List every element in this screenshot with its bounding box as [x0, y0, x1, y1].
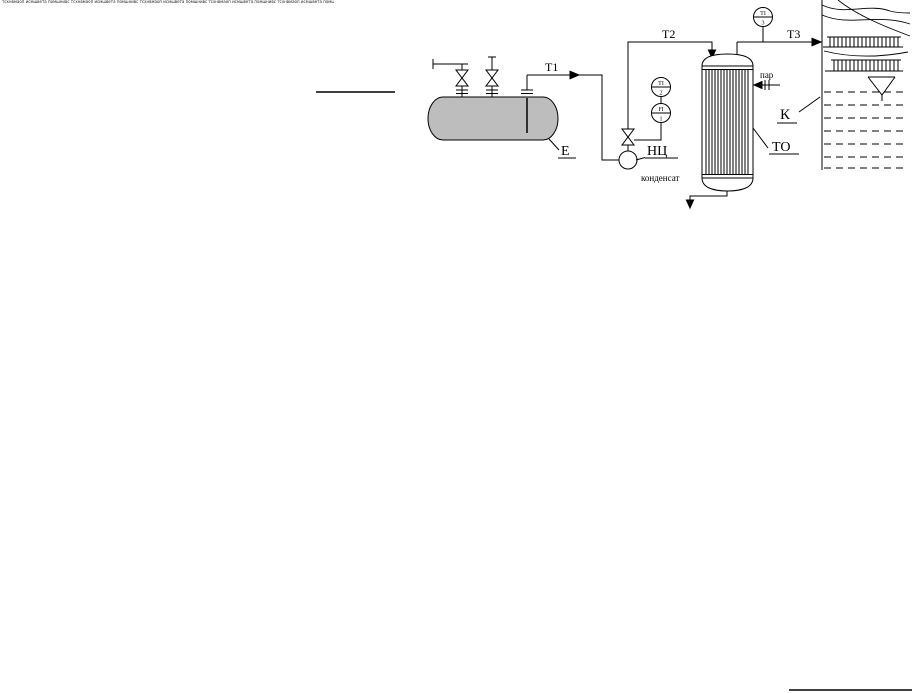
instrument-ti2-function: TI — [658, 81, 664, 87]
tank-inlet-line — [432, 59, 456, 69]
stream-label-t3: Т3 — [787, 27, 800, 41]
instrument-bubble-ti3 — [753, 7, 773, 27]
equipment-label-heat-exchanger: ТО — [772, 140, 790, 155]
instrument-ti2-tag: 2 — [660, 91, 663, 97]
pump-symbol — [618, 145, 638, 170]
heat-exchanger-bottom-dome — [701, 177, 754, 192]
heat-exchanger-top-dome — [701, 53, 754, 67]
stream-label-t2: Т2 — [662, 27, 675, 41]
instrument-fi1-function: FI — [658, 107, 663, 113]
discharge-valve-symbol — [621, 128, 635, 146]
column-dashed-trays — [824, 91, 904, 169]
stream-t3-line — [737, 37, 823, 47]
instrument-bubble-fi1 — [651, 103, 671, 123]
stream-t2-line — [627, 41, 717, 129]
arrow-right-icon — [569, 70, 581, 80]
arrow-left-icon — [752, 80, 763, 90]
steam-inlet — [752, 80, 780, 90]
illegible-microtext: тсхнвмаоп исмшвета помшнивс тсхнвмаоп ис… — [2, 0, 334, 4]
column-tray-upper — [823, 36, 903, 48]
label-leaders — [548, 96, 821, 161]
column — [821, 0, 911, 170]
valve-symbol-2 — [485, 56, 499, 97]
annotation-condensate: конденсат — [641, 173, 679, 183]
flow-curves — [821, 0, 911, 57]
diagram-labels: Т1 Т2 Т3 Е НЦ ТО К пар конденсат TI 2 FI… — [545, 11, 800, 183]
tube-bundle — [705, 70, 749, 174]
arrow-down-icon — [707, 49, 717, 60]
column-tray-lower — [825, 59, 903, 72]
instrument-impulse-line — [634, 122, 662, 141]
downcomer-funnel — [867, 76, 896, 101]
instrument-ti3-tag: 3 — [762, 21, 765, 27]
instrument-fi1-tag: 1 — [660, 117, 663, 123]
instrument-bubble-ti2 — [651, 77, 671, 97]
heat-exchanger — [701, 42, 754, 192]
equipment-label-pump: НЦ — [647, 144, 667, 159]
arrow-right-icon — [811, 37, 823, 47]
dip-tube-fitting — [521, 75, 533, 94]
condensate-outlet — [685, 191, 728, 210]
equipment-label-column: К — [780, 107, 791, 123]
equipment-label-tank: Е — [561, 144, 570, 159]
stream-label-t1: Т1 — [545, 60, 558, 74]
storage-tank — [427, 56, 559, 141]
tank-body — [427, 96, 559, 141]
stream-t1-line — [527, 70, 619, 161]
annotation-steam: пар — [760, 70, 774, 80]
arrow-down-icon — [685, 199, 695, 210]
instrument-ti3-function: TI — [760, 11, 766, 17]
valve-symbol-1 — [455, 63, 469, 97]
